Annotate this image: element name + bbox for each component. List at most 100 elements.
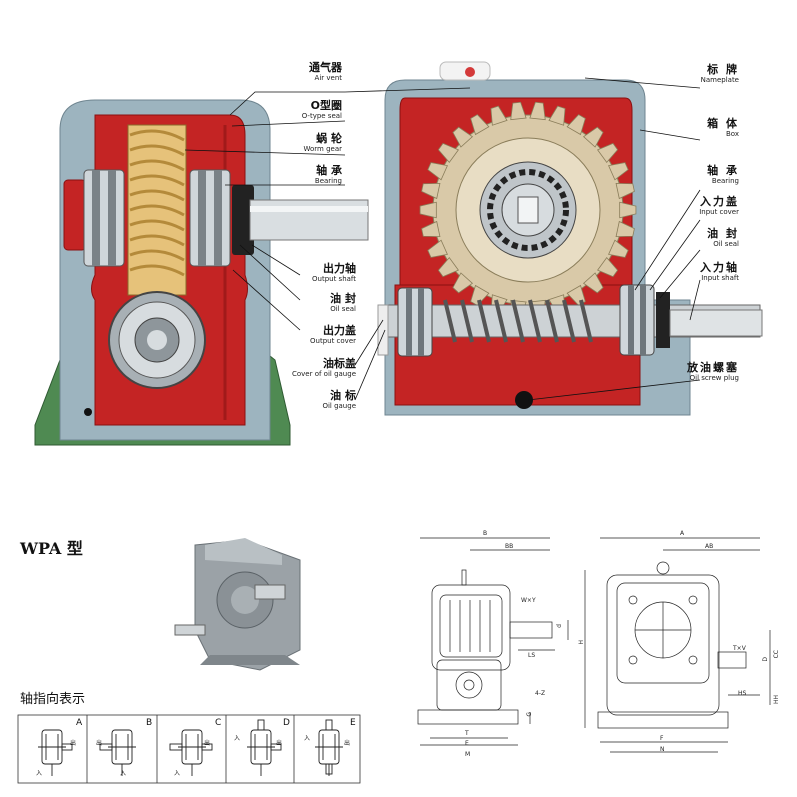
dim-hh: HH [773, 695, 780, 705]
axis-icon-part [61, 743, 73, 751]
callout-en: Box [725, 130, 739, 138]
dim-wy: W×Y [521, 597, 536, 604]
callout-en: Oil gauge [322, 402, 356, 410]
callout-zh: 出力轴 [323, 262, 356, 275]
axis-a-out: 出 [70, 740, 77, 747]
axis-box-letter-e: E [350, 718, 356, 728]
callout-en: Output cover [310, 337, 356, 345]
callout-en: Output shaft [312, 275, 356, 283]
axis-orientation-title: 轴指向表示 [20, 692, 86, 707]
callout-en: O-type seal [301, 112, 342, 120]
callout-en: Oil screw plug [689, 374, 739, 382]
callout-zh: 标 牌 [707, 63, 739, 76]
axis-icon-part [270, 743, 282, 751]
callout-zh: 通气器 [309, 61, 342, 74]
dim-h: H [578, 640, 585, 645]
callout-zh: 轴 承 [707, 164, 739, 177]
dim-bb: BB [505, 543, 514, 550]
callout-en: Cover of oil gauge [291, 370, 356, 378]
gear-tooth [619, 201, 637, 219]
gear-tooth [615, 182, 635, 200]
axis-orientation-table [17, 714, 361, 784]
callout-zh: 油标盖 [323, 357, 356, 370]
axis-c-in: 入 [174, 770, 181, 777]
dim-n: N [660, 746, 665, 753]
dim-d: d [556, 624, 563, 628]
callout-en: Input shaft [701, 274, 739, 282]
axis-box-letter-d: D [283, 718, 290, 728]
callout-oil-seal-left: 油 封 Oil seal [300, 293, 356, 313]
axis-box-letter-a: A [76, 718, 83, 728]
callout-box: 箱 体 Box [707, 118, 739, 138]
gear-tooth [548, 105, 566, 126]
gear-tooth [615, 220, 635, 238]
axis-d-out: 出 [276, 740, 283, 747]
callout-input-shaft: 入力轴 Input shaft [700, 262, 739, 282]
axis-icon-part [201, 743, 213, 751]
callout-oil-gauge: 油 标 Oil gauge [300, 390, 356, 410]
gear-tooth [470, 114, 490, 136]
gearbox-product-photo [174, 538, 301, 671]
model-title: WPA 型 [20, 539, 83, 558]
gear-tooth [452, 126, 474, 148]
gear-tooth [427, 162, 448, 181]
callout-zh: 入力盖 [700, 195, 739, 208]
callout-output-shaft: 出力轴 Output shaft [300, 263, 356, 283]
callout-en: Nameplate [700, 76, 739, 84]
callout-en: Oil seal [330, 305, 356, 313]
callout-en: Worm gear [303, 145, 342, 153]
dim-a: A [680, 530, 685, 537]
callout-zh: 油 封 [707, 227, 739, 240]
right-cutaway-view [377, 61, 763, 416]
dim-g: G [526, 712, 533, 717]
callout-en: Input cover [699, 208, 739, 216]
callout-oil-screw-plug: 放油螺塞 Oil screw plug [687, 362, 739, 382]
callout-lines [184, 77, 701, 401]
callout-zh: 放油螺塞 [687, 361, 739, 374]
dim-e: E [465, 740, 469, 747]
axis-c-out: 出 [204, 740, 211, 747]
callout-zh: 蜗 轮 [316, 132, 342, 145]
callout-worm-gear: 蜗 轮 Worm gear [258, 133, 342, 153]
callout-en: Oil seal [713, 240, 739, 248]
gear-tooth [421, 182, 441, 200]
gear-tooth [582, 126, 604, 148]
callout-zh: 轴 承 [316, 164, 342, 177]
right-technical-drawing [584, 537, 771, 753]
callout-oil-gauge-cover: 油标盖 Cover of oil gauge [286, 358, 356, 378]
callout-en: Bearing [314, 177, 342, 185]
callout-output-cover: 出力盖 Output cover [300, 325, 356, 345]
callout-zh: 油 标 [330, 389, 356, 402]
callout-input-cover: 入力盖 Input cover [699, 196, 739, 216]
callout-zh: 出力盖 [323, 324, 356, 337]
gear-tooth [419, 201, 437, 219]
callout-zh: O型圈 [310, 99, 342, 112]
callout-zh: 油 封 [330, 292, 356, 305]
gear-tooth [437, 256, 459, 278]
gear-tooth [608, 239, 629, 258]
callout-bearing-left: 轴 承 Bearing [258, 165, 342, 185]
callout-nameplate: 标 牌 Nameplate [701, 64, 739, 84]
callout-zh: 入力轴 [700, 261, 739, 274]
callout-en: Air vent [314, 74, 342, 82]
callout-bearing-right: 轴 承 Bearing [707, 165, 739, 185]
dim-tv: T×V [733, 645, 746, 652]
gear-tooth [608, 162, 629, 181]
callout-en: Bearing [711, 177, 739, 185]
gear-tooth [597, 256, 619, 278]
gear-tooth [490, 105, 508, 126]
dim-t: T [465, 730, 469, 737]
axis-d-in: 入 [234, 735, 241, 742]
axis-a-in: 入 [36, 770, 43, 777]
axis-icon-part [325, 719, 333, 731]
callout-zh: 箱 体 [707, 117, 739, 130]
gear-tooth [437, 142, 459, 164]
dim-f: F [660, 735, 664, 742]
axis-b-out: 出 [96, 740, 103, 747]
axis-e-in: 入 [304, 735, 311, 742]
gear-tooth [566, 114, 586, 136]
left-technical-drawing [417, 537, 569, 746]
gear-tooth [452, 272, 474, 294]
dim-dd: D [762, 657, 769, 662]
